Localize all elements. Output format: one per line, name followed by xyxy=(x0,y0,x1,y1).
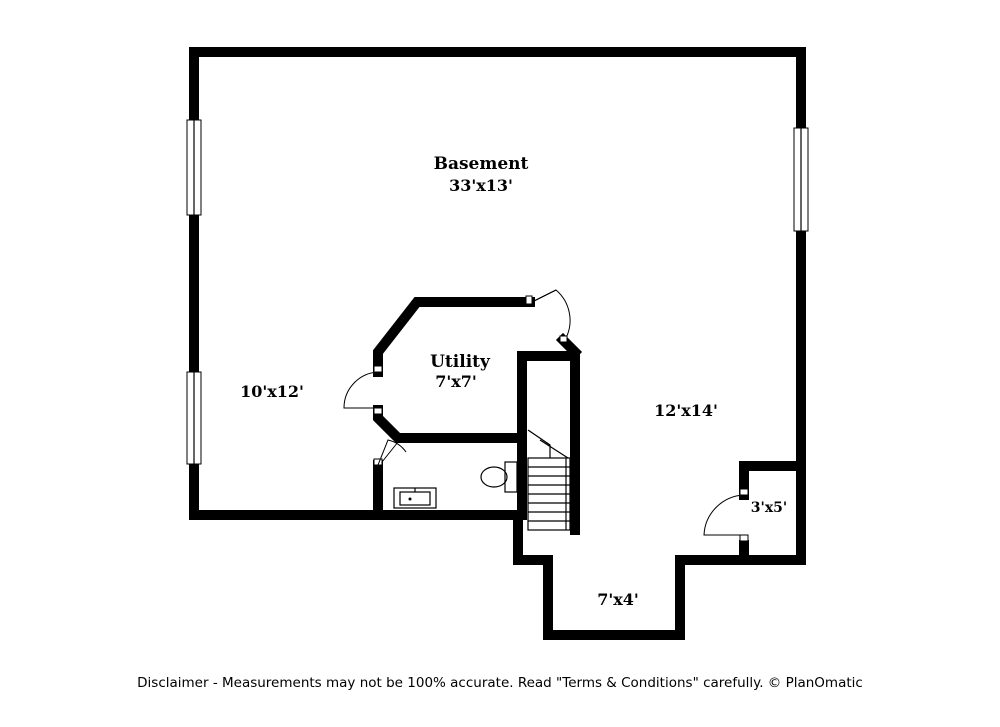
outer-wall xyxy=(189,47,806,640)
utility-door-top[interactable] xyxy=(531,289,571,339)
bath-door[interactable] xyxy=(377,439,407,466)
right-area-dims: 12'x14' xyxy=(654,401,718,420)
disclaimer-text: Disclaimer - Measurements may not be 100… xyxy=(137,675,863,691)
basement-dims: 33'x13' xyxy=(449,176,513,195)
closet-wall xyxy=(739,461,806,500)
sink-icon xyxy=(393,487,437,509)
basement-label: Basement xyxy=(434,154,529,174)
utility-wall xyxy=(373,297,535,377)
alcove-dims: 7'x4' xyxy=(597,590,639,609)
toilet-icon xyxy=(480,461,518,493)
utility-door-left[interactable] xyxy=(343,371,379,409)
utility-label: Utility xyxy=(430,352,491,372)
stair-wall-right xyxy=(517,351,580,535)
utility-dims: 7'x7' xyxy=(435,372,477,391)
closet-dims: 3'x5' xyxy=(751,500,787,516)
utility-wall-lower xyxy=(373,405,527,443)
left-area-dims: 10'x12' xyxy=(240,382,304,401)
closet-door[interactable] xyxy=(703,494,745,536)
staircase xyxy=(527,429,571,531)
